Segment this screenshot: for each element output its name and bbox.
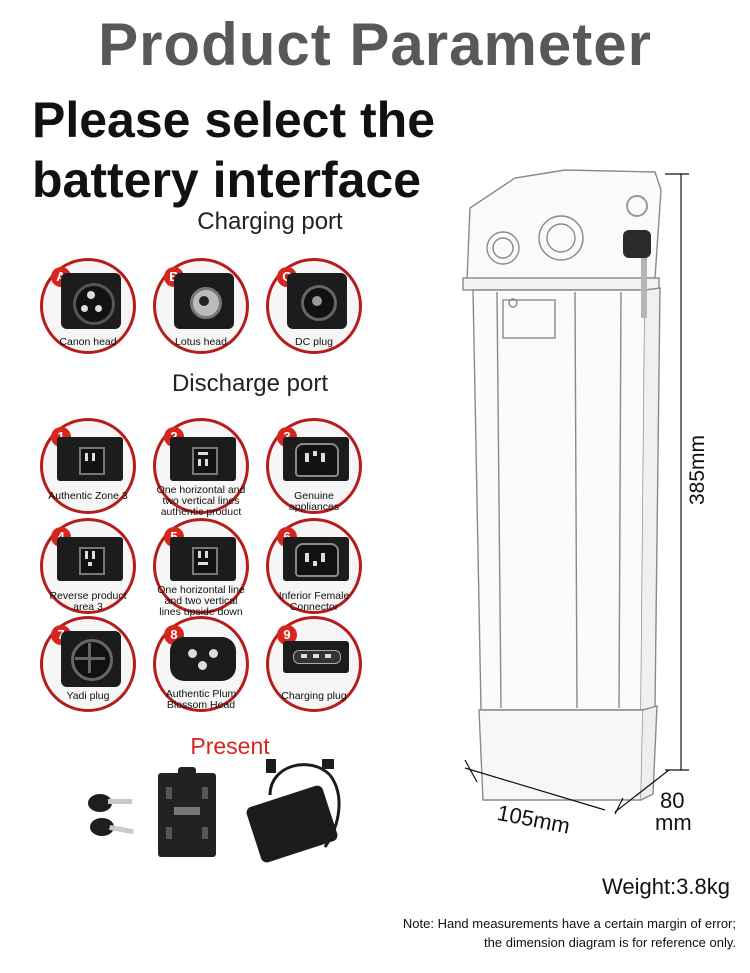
- discharge-port-8[interactable]: 8 Authentic Plum Blossom Head: [153, 616, 249, 712]
- headline-line-2: battery interface: [32, 152, 422, 208]
- discharge-port-9[interactable]: 9 Charging plug: [266, 616, 362, 712]
- discharge-port-4[interactable]: 4 Reverse product area 3: [40, 518, 136, 614]
- yadi-plug-socket-icon: [61, 631, 121, 687]
- present-accessories: [88, 759, 341, 863]
- port-caption: Canon head: [59, 336, 117, 348]
- headline-line-1: Please select the: [32, 92, 436, 148]
- horizontal-vertical-lines-socket-icon: [170, 437, 236, 481]
- discharge-port-7[interactable]: 7 Yadi plug: [40, 616, 136, 712]
- canon-head-socket-icon: [61, 273, 121, 329]
- page-title: Product Parameter: [98, 11, 652, 78]
- charging-plug-socket-icon: [283, 641, 349, 673]
- discharge-port-5[interactable]: 5 One horizontal line and two vertical l…: [153, 518, 249, 618]
- discharge-port-6[interactable]: 6 Inferior Female Connector: [266, 518, 362, 614]
- port-caption: Yadi plug: [66, 690, 110, 702]
- port-caption: Inferior Female Connector: [278, 590, 350, 613]
- dc-plug-socket-icon: [287, 273, 347, 329]
- port-caption: Authentic Zone 3: [48, 490, 128, 502]
- lotus-head-socket-icon: [174, 273, 234, 329]
- port-caption: Lotus head: [175, 336, 227, 348]
- port-caption: Authentic Plum Blossom Head: [165, 688, 237, 711]
- battery-dimension-drawing: [462, 169, 689, 815]
- charging-port-heading: Charging port: [197, 208, 343, 235]
- port-badge: 9: [277, 625, 297, 645]
- charging-port-a[interactable]: A Canon head: [40, 258, 136, 354]
- keys-icon: [88, 794, 134, 836]
- zone-3-socket-icon: [57, 437, 123, 481]
- depth-value-label: 80: [660, 788, 685, 813]
- plum-blossom-socket-icon: [170, 637, 236, 681]
- note-line-2: the dimension diagram is for reference o…: [484, 935, 736, 950]
- depth-dimension-line: [614, 769, 670, 813]
- discharge-port-1[interactable]: 1 Authentic Zone 3: [40, 418, 136, 514]
- port-caption: One horizontal and two vertical lines au…: [156, 484, 246, 518]
- present-heading: Present: [190, 733, 270, 759]
- discharge-port-heading: Discharge port: [171, 370, 329, 397]
- depth-unit-label: mm: [655, 810, 692, 835]
- port-caption: One horizontal line and two vertical lin…: [157, 584, 245, 618]
- discharge-port-3[interactable]: 3 Genuine appliances: [266, 418, 362, 514]
- port-caption: Reverse product area 3: [49, 590, 127, 613]
- appliance-socket-icon: [283, 437, 349, 481]
- upside-down-lines-socket-icon: [170, 537, 236, 581]
- reverse-zone-3-socket-icon: [57, 537, 123, 581]
- charging-port-b[interactable]: B Lotus head: [153, 258, 249, 354]
- note-line-1: Note: Hand measurements have a certain m…: [402, 916, 736, 931]
- discharge-port-2[interactable]: 2 One horizontal and two vertical lines …: [153, 418, 249, 518]
- height-label: 385mm: [686, 434, 709, 505]
- mounting-plate-icon: [158, 767, 216, 857]
- female-connector-socket-icon: [283, 537, 349, 581]
- charging-port-c[interactable]: C DC plug: [266, 258, 362, 354]
- port-caption: Charging plug: [281, 690, 347, 702]
- key-icon: [623, 195, 651, 318]
- port-caption: Genuine appliances: [288, 490, 340, 513]
- port-caption: DC plug: [295, 336, 333, 348]
- charger-icon: [246, 759, 341, 863]
- weight-label: Weight:3.8kg: [601, 874, 730, 899]
